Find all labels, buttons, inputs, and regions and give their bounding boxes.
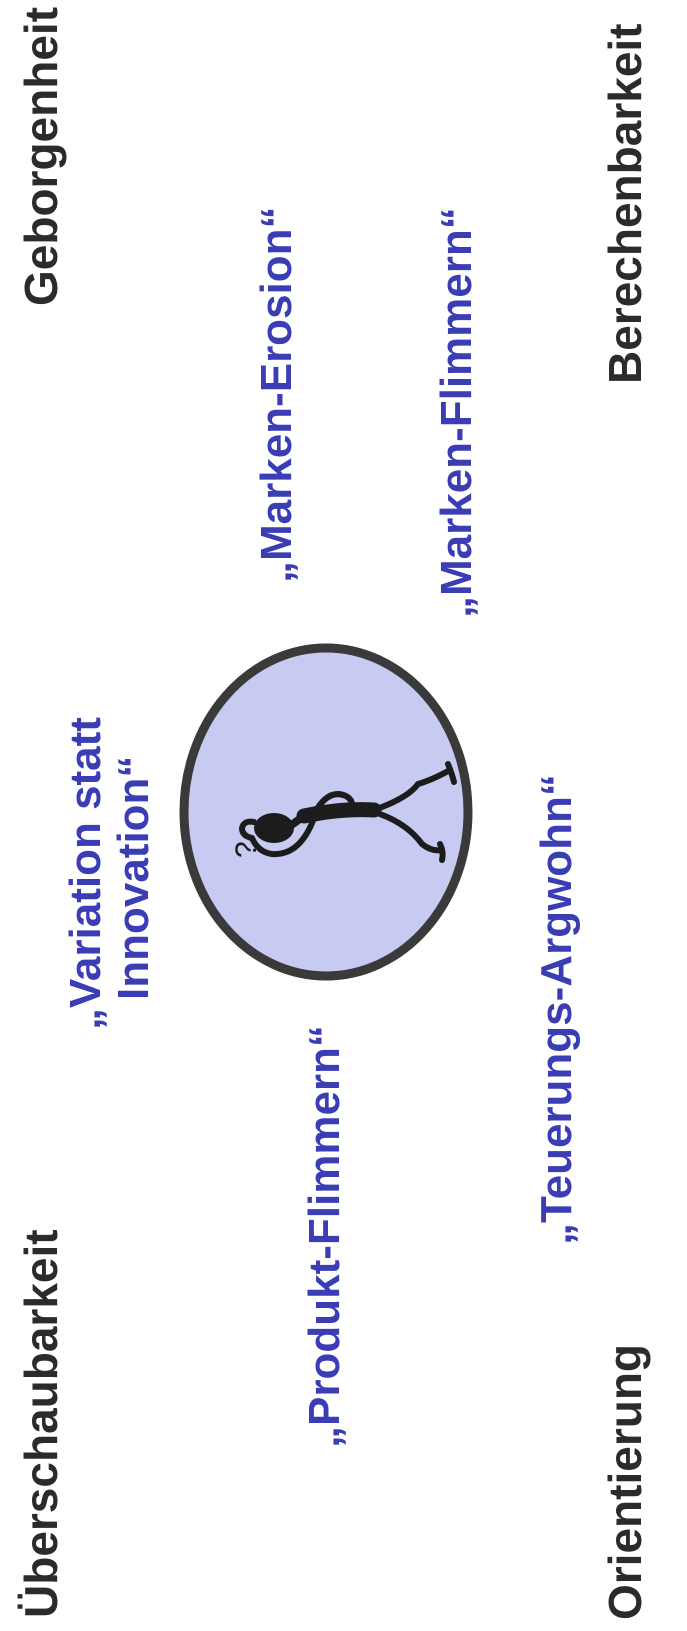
phrase-teuerungs-argwohn: „Teuerungs-Argwohn“: [532, 774, 582, 1245]
corner-label-ueberschaubarkeit: Überschaubarkeit: [14, 1229, 68, 1618]
phrase-variation-statt-innovation: „Variation statt Innovation“: [62, 717, 158, 1030]
phrase-produkt-flimmern: „Produkt-Flimmern“: [300, 1025, 350, 1448]
phrase-marken-flimmern: „Marken-Flimmern“: [432, 207, 482, 618]
corner-label-orientierung: Orientierung: [598, 1344, 652, 1620]
confused-figure-circle: ?: [170, 632, 482, 992]
corner-label-geborgenheit: Geborgenheit: [14, 7, 68, 306]
phrase-variation-line1: „Variation statt: [62, 717, 110, 1030]
question-mark: ?: [230, 841, 263, 858]
phrase-variation-line2: Innovation“: [110, 717, 158, 1030]
corner-label-berechenbarkeit: Berechenbarkeit: [598, 24, 652, 385]
phrase-marken-erosion: „Marken-Erosion“: [252, 206, 302, 583]
